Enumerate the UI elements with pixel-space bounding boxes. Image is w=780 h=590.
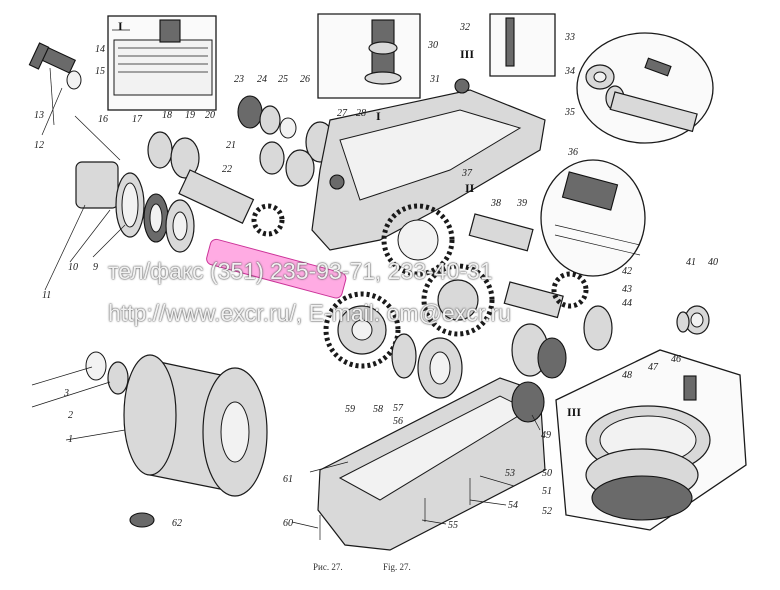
part-number-labels: 1 2 3 9 10 11 12 13 14 15 16 17 18 19 20…	[34, 22, 718, 531]
part-number: 47	[648, 362, 659, 373]
part-number: 40	[708, 257, 718, 268]
part-number: 11	[42, 290, 51, 301]
part-number: 44	[622, 298, 632, 309]
part-number: 23	[234, 74, 244, 85]
part-number: 61	[283, 474, 293, 485]
inset-view-33-35	[576, 32, 714, 144]
gear-train	[323, 203, 613, 399]
inset-view-36	[540, 159, 646, 277]
part-number: 49	[541, 430, 551, 441]
figure-caption-ru: Рис. 27.	[313, 562, 343, 572]
part-number: 35	[564, 107, 575, 118]
part-number: 18	[162, 110, 172, 121]
part-number: 19	[185, 110, 195, 121]
part-number: 10	[68, 262, 78, 273]
view-label: II	[465, 181, 475, 195]
part-number: 30	[427, 40, 438, 51]
part-number: 32	[459, 22, 470, 33]
part-number: 12	[34, 140, 44, 151]
watermark-url: http://www.excr.ru/, E-mail: om@excr.ru	[108, 300, 511, 326]
watermark-phone: тел/факс (351) 235-93-71, 233-40-31	[108, 258, 493, 284]
part-number: 53	[505, 468, 515, 479]
drum-1	[85, 351, 268, 497]
part-number: 48	[622, 370, 632, 381]
top-housing-cover	[311, 78, 546, 251]
view-labels: I III I II III	[118, 19, 581, 419]
part-number: 34	[564, 66, 575, 77]
part-number: 46	[671, 354, 681, 365]
part-number: 9	[93, 262, 98, 273]
part-number: 25	[278, 74, 288, 85]
inset-view-32	[489, 13, 556, 77]
part-number: 20	[205, 110, 215, 121]
part-number: 51	[542, 486, 552, 497]
part-number: 26	[300, 74, 310, 85]
part-number: 15	[95, 66, 105, 77]
part-number: 3	[63, 388, 69, 399]
view-label: I	[118, 19, 123, 33]
part-number: 50	[542, 468, 552, 479]
figure-caption-en: Fig. 27.	[383, 562, 411, 572]
leader-lines	[31, 67, 541, 529]
inset-view-bolt	[317, 13, 421, 99]
part-number: 54	[508, 500, 518, 511]
view-label: III	[567, 405, 581, 419]
inset-view-III	[555, 349, 747, 531]
lower-housing	[317, 377, 546, 551]
view-label: III	[460, 47, 474, 61]
part-number: 36	[567, 147, 578, 158]
part-number: 13	[34, 110, 44, 121]
part-number: 31	[429, 74, 440, 85]
bolt-13	[28, 42, 82, 90]
bearing-40-41	[676, 305, 710, 335]
part-number: 14	[95, 44, 105, 55]
part-number: 55	[448, 520, 458, 531]
part-number: 33	[564, 32, 575, 43]
highlighted-shaft	[206, 238, 347, 299]
part-number: 41	[686, 257, 696, 268]
part-number: 1	[68, 434, 73, 445]
part-number: 59	[345, 404, 355, 415]
part-number: 57	[393, 403, 404, 414]
part-number: 37	[461, 168, 473, 179]
part-number: 28	[356, 108, 366, 119]
part-number: 38	[490, 198, 501, 209]
part-number: 58	[373, 404, 383, 415]
part-number: 2	[68, 410, 73, 421]
part-number: 42	[622, 266, 632, 277]
part-number: 24	[257, 74, 267, 85]
part-number: 62	[172, 518, 182, 529]
part-number: 22	[222, 164, 232, 175]
view-label: I	[376, 109, 381, 123]
inset-view-I	[107, 15, 217, 111]
part-number: 52	[542, 506, 552, 517]
part-number: 17	[132, 114, 143, 125]
bearing-cluster-left	[75, 131, 285, 253]
part-number: 56	[393, 416, 403, 427]
part-number: 21	[226, 140, 236, 151]
part-number: 39	[516, 198, 527, 209]
part-number: 27	[337, 108, 348, 119]
part-number: 43	[622, 284, 632, 295]
part-number: 16	[98, 114, 108, 125]
part-62	[129, 512, 155, 528]
part-number: 60	[283, 518, 293, 529]
